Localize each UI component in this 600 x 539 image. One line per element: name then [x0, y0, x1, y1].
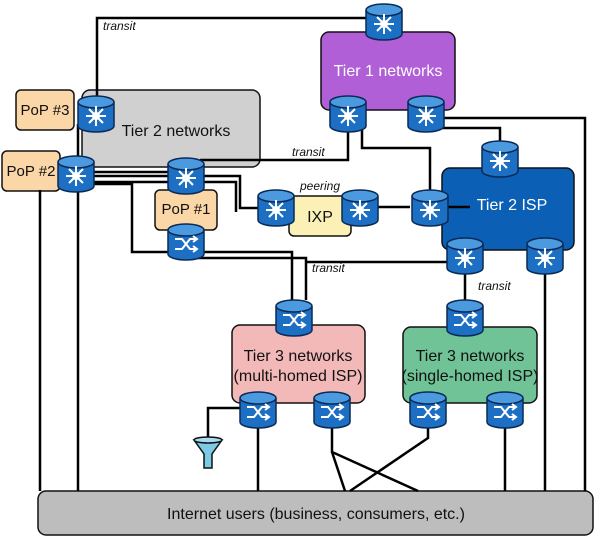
tier3-multi-label-1: Tier 3 networks — [244, 348, 353, 365]
transit-label-tier3m: transit — [312, 261, 345, 275]
link-tier1-right — [428, 116, 587, 491]
router-icon — [527, 238, 563, 274]
pop1-label: PoP #1 — [162, 201, 211, 218]
transit-label-tier3s: transit — [478, 279, 511, 293]
link-pop2-tier3 — [92, 182, 294, 305]
router-icon — [366, 4, 402, 40]
ixp-label: IXP — [307, 209, 333, 226]
router-icon — [342, 190, 378, 226]
tier1-label: Tier 1 networks — [334, 63, 443, 80]
funnel-icon — [192, 436, 224, 469]
router-icon — [330, 96, 366, 132]
router-icon — [447, 238, 483, 274]
router-icon — [58, 156, 94, 192]
switch-icon — [487, 392, 523, 428]
link-pop2-ixp-b — [92, 180, 238, 212]
link-transit-mid — [200, 128, 350, 162]
router-icon — [482, 141, 518, 177]
switch-icon — [168, 224, 204, 260]
router-icon — [408, 96, 444, 132]
internet-users-label: Internet users (business, consumers, etc… — [167, 506, 465, 523]
switch-icon — [276, 300, 312, 336]
switch-icon — [410, 392, 446, 428]
tier3-multi-label-2: (multi-homed ISP) — [234, 368, 363, 385]
tier3-single-label-2: (single-homed ISP) — [402, 368, 539, 385]
transit-label-top: transit — [103, 19, 136, 33]
link-t3m-users-b — [330, 420, 419, 493]
router-icon — [78, 96, 114, 132]
link-t3m-cross — [330, 451, 347, 492]
tier3-single-label-1: Tier 3 networks — [416, 348, 525, 365]
link-pop2-ixp-a — [92, 174, 268, 210]
router-icon — [258, 190, 294, 226]
switch-icon — [314, 392, 350, 428]
switch-icon — [240, 392, 276, 428]
pop3-box — [15, 89, 75, 131]
link-t3m-filter — [206, 406, 240, 440]
switch-icon — [447, 300, 483, 336]
router-icon — [168, 158, 204, 194]
transit-label-mid: transit — [292, 145, 325, 159]
link-t3s-users-a — [349, 420, 430, 493]
tier2isp-label: Tier 2 ISP — [477, 197, 548, 214]
link-pop1-tier3m — [184, 252, 308, 300]
pop2-label: PoP #2 — [7, 163, 56, 180]
link-transit-top — [95, 16, 366, 100]
tier2-label: Tier 2 networks — [122, 123, 231, 140]
internet-users-box — [37, 490, 594, 536]
links — [38, 16, 587, 493]
link-tier1-tier2isp-a — [360, 120, 432, 190]
router-icon — [412, 190, 448, 226]
pop3-label: PoP #3 — [21, 102, 70, 119]
peering-label: peering — [299, 179, 340, 193]
